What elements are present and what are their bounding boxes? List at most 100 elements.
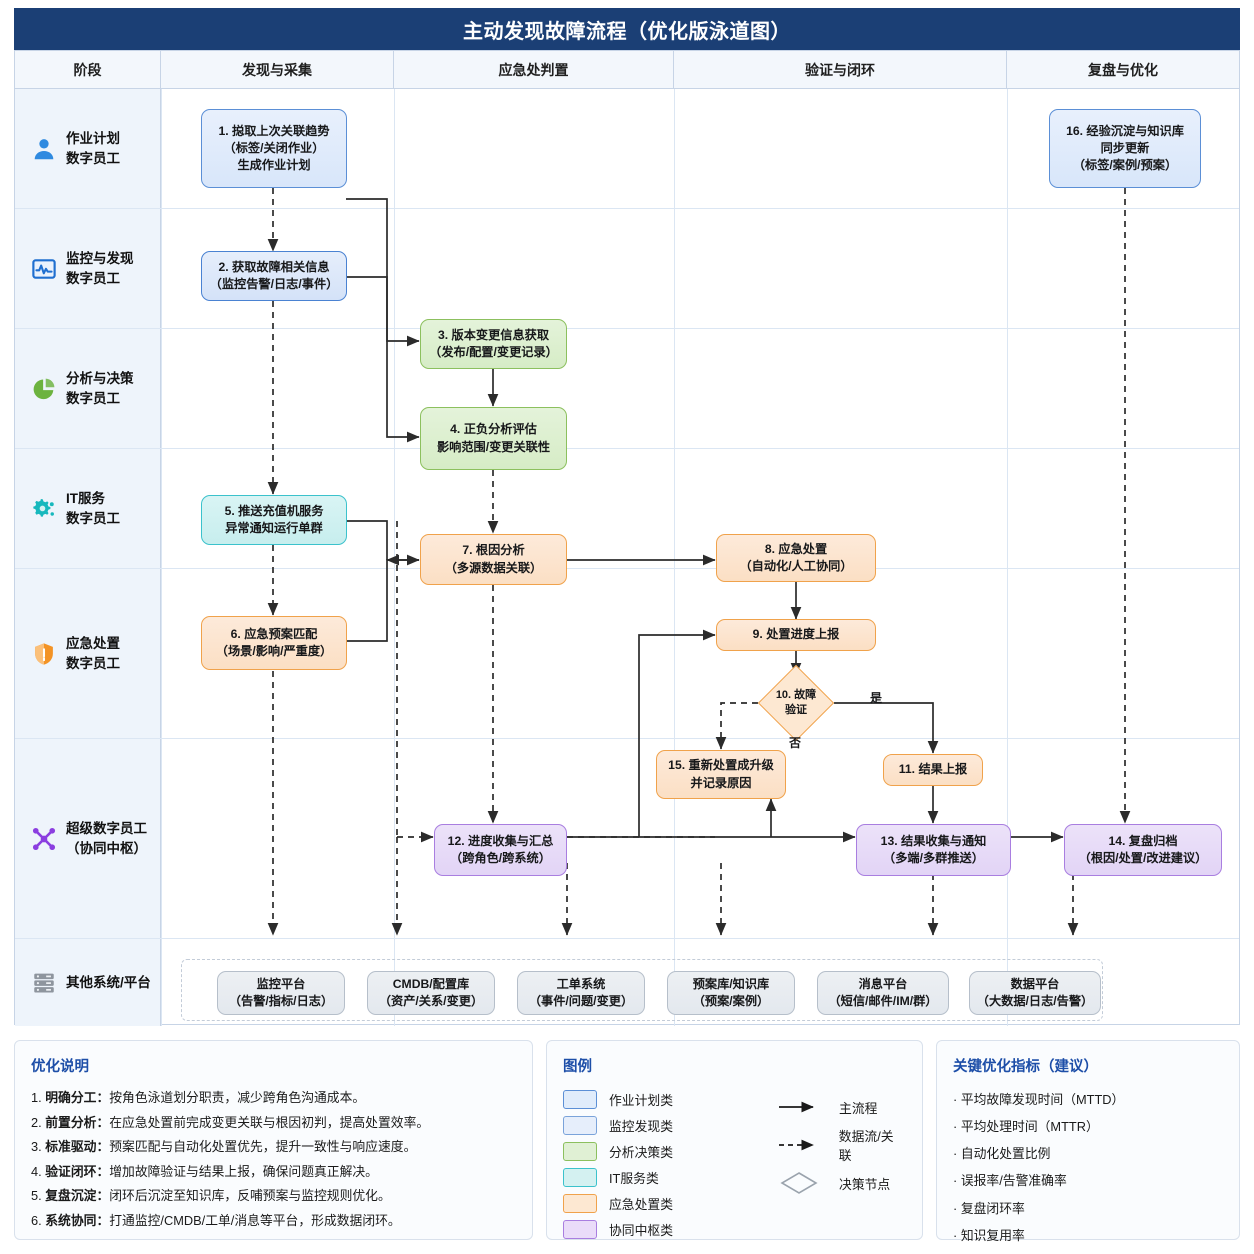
- process-node-4[interactable]: 4. 正负分析评估 影响范围/变更关联性: [420, 407, 567, 470]
- node-subtitle: （告警/指标/日志）: [228, 994, 334, 1008]
- lane-label-systems: 其他系统/平台: [66, 973, 151, 993]
- process-node-2[interactable]: 2. 获取故障相关信息 （监控告警/日志/事件）: [201, 251, 347, 301]
- node-subtitle: 同步更新: [1100, 140, 1150, 155]
- lane-monitor: 监控与发现 数字员工: [15, 209, 1239, 329]
- lane-label-line1: IT服务: [66, 490, 105, 506]
- lane-label-line1: 分析与决策: [66, 370, 134, 386]
- phase-header-stage: 阶段: [15, 51, 161, 88]
- process-node-16[interactable]: 16. 经验沉淀与知识库 同步更新 （标签/案例/预案）: [1049, 109, 1201, 188]
- node-subtitle: （发布/配置/变更记录）: [429, 345, 558, 359]
- node-title: 预案库/知识库: [692, 976, 770, 991]
- legend-item: IT服务类: [563, 1164, 777, 1190]
- edge-label-yes: 是: [870, 691, 883, 705]
- note-item: 4. 验证闭环：增加故障验证与结果上报，确保问题真正解决。: [31, 1160, 516, 1185]
- node-title: 4. 正负分析评估: [450, 422, 537, 437]
- legend-label: 作业计划类: [609, 1092, 673, 1108]
- process-node-1[interactable]: 1. 搃取上次关联趋势 （标签/关闭作业） 生成作业计划: [201, 109, 347, 188]
- node-title: 12. 进度收集与汇总: [447, 833, 554, 848]
- system-node-message[interactable]: 消息平台 （短信/邮件/IM/群）: [817, 971, 949, 1015]
- key-metrics-panel: 关键优化指标（建议） · 平均故障发现时间（MTTD） · 平均处理时间（MTT…: [936, 1040, 1240, 1243]
- note-text: 闭环后沉淀至知识库，反哺预案与监控规则优化。: [109, 1188, 391, 1204]
- process-node-6[interactable]: 6. 应急预案匹配 （场景/影响/严重度）: [201, 616, 347, 670]
- legend-label: 分析决策类: [609, 1144, 673, 1160]
- legend-item: 决策节点: [777, 1164, 906, 1202]
- node-subtitle: （资产/关系/变更）: [378, 994, 484, 1008]
- note-text: 在应急处置前完成变更关联与根因初判，提高处置效率。: [109, 1114, 430, 1130]
- legend-item: 数据流/关联: [777, 1126, 906, 1164]
- solid-arrow-icon: [779, 1101, 814, 1113]
- node-title: 工单系统: [556, 976, 606, 991]
- node-subtitle: （大数据/日志/告警）: [976, 994, 1094, 1008]
- process-node-11[interactable]: 11. 结果上报: [883, 754, 983, 786]
- process-node-15[interactable]: 15. 重新处置成升级 并记录原因: [656, 750, 786, 799]
- note-label: 系统协同：: [45, 1212, 110, 1228]
- legend-label: 协同中枢类: [609, 1222, 673, 1238]
- node-subtitle: （多端/多群推送）: [883, 851, 984, 865]
- metric-text: 复盘闭环率: [960, 1200, 1025, 1216]
- phase-header-review: 复盘与优化: [1088, 61, 1158, 78]
- note-label: 复盘沉淀：: [45, 1188, 110, 1204]
- column-separator-4: [1007, 89, 1008, 1026]
- note-num: 6.: [31, 1212, 42, 1228]
- legend-item: 作业计划类: [563, 1086, 777, 1112]
- person-icon: [34, 138, 54, 159]
- legend-item: 分析决策类: [563, 1138, 777, 1164]
- process-node-7[interactable]: 7. 根因分析 （多源数据关联）: [420, 534, 567, 585]
- metric-item: · 平均故障发现时间（MTTD）: [953, 1092, 1125, 1107]
- note-text: 增加故障验证与结果上报，确保问题真正解决。: [109, 1163, 378, 1179]
- legend-label: 主流程: [839, 1100, 878, 1116]
- legend-swatch-emergency: [563, 1193, 597, 1213]
- node-title: 6. 应急预案匹配: [230, 626, 318, 641]
- note-num: 2.: [31, 1114, 42, 1130]
- node-title: 1. 搃取上次关联趋势: [218, 123, 330, 138]
- process-node-3[interactable]: 3. 版本变更信息获取 （发布/配置/变更记录）: [420, 319, 567, 369]
- process-node-13[interactable]: 13. 结果收集与通知 （多端/多群推送）: [856, 824, 1011, 876]
- notes-list: 1. 明确分工：按角色泳道划分职责，减少跨角色沟通成本。 2. 前置分析：在应急…: [31, 1086, 516, 1233]
- lane-head-superhub: 超级数字员工 （协同中枢）: [15, 739, 161, 938]
- lane-label-line2: 数字员工: [66, 655, 120, 671]
- process-node-5[interactable]: 5. 推送充值机服务 异常通知运行单群: [201, 495, 347, 545]
- note-text: 预案匹配与自动化处置优先，提升一致性与响应速度。: [109, 1139, 417, 1155]
- process-node-12[interactable]: 12. 进度收集与汇总 （跨角色/跨系统）: [434, 824, 567, 876]
- system-node-knowledge[interactable]: 预案库/知识库 （预案/案例）: [667, 971, 795, 1015]
- lane-label-line2: 数字员工: [66, 270, 120, 286]
- monitor-pulse-icon: [32, 258, 56, 279]
- process-node-9[interactable]: 9. 处置进度上报: [716, 619, 876, 651]
- node-title: 11. 结果上报: [898, 762, 968, 777]
- process-node-8[interactable]: 8. 应急处置 （自动化/人工协同）: [716, 534, 876, 582]
- lane-head-systems: 其他系统/平台: [15, 939, 161, 1026]
- node-title: 7. 根因分析: [462, 543, 525, 558]
- note-text: 打通监控/CMDB/工单/消息等平台，形成数据闭环。: [109, 1212, 401, 1228]
- lane-label-line1: 作业计划: [66, 130, 120, 146]
- node-subtitle: （根因/处置/改进建议）: [1078, 851, 1208, 865]
- note-label: 验证闭环：: [45, 1163, 110, 1179]
- lane-itservice: IT服务 数字员工: [15, 449, 1239, 569]
- server-rack-icon: [34, 973, 54, 993]
- node-subtitle: （预案/案例）: [692, 994, 770, 1008]
- lane-head-itservice: IT服务 数字员工: [15, 449, 161, 568]
- system-node-cmdb[interactable]: CMDB/配置库 （资产/关系/变更）: [367, 971, 495, 1015]
- node-subtitle: 验证: [785, 704, 807, 716]
- metric-text: 平均故障发现时间（MTTD）: [960, 1092, 1125, 1107]
- phase-header-row: 阶段 发现与采集 应急处判置 验证与闭环 复盘与优化: [15, 51, 1239, 89]
- note-num: 3.: [31, 1139, 42, 1155]
- lane-superhub: 超级数字员工 （协同中枢）: [15, 739, 1239, 939]
- metric-item: · 自动化处置比例: [953, 1146, 1051, 1162]
- lane-emergency: 应急处置 数字员工: [15, 569, 1239, 739]
- system-node-ticket[interactable]: 工单系统 （事件/问题/变更）: [517, 971, 645, 1015]
- process-node-14[interactable]: 14. 复盘归档 （根因/处置/改进建议）: [1064, 824, 1222, 876]
- system-node-monitor[interactable]: 监控平台 （告警/指标/日志）: [217, 971, 345, 1015]
- node-title: 5. 推送充值机服务: [224, 503, 324, 518]
- note-label: 前置分析：: [45, 1114, 110, 1130]
- system-node-data[interactable]: 数据平台 （大数据/日志/告警）: [969, 971, 1101, 1015]
- lane-label-line1: 其他系统/平台: [66, 974, 151, 990]
- lane-label-line2: 数字员工: [66, 390, 120, 406]
- column-separator-3: [674, 89, 675, 1026]
- gears-icon: [33, 498, 54, 517]
- metric-text: 平均处理时间（MTTR）: [960, 1119, 1099, 1135]
- node-title: 数据平台: [1010, 976, 1060, 991]
- network-node-icon: [32, 827, 56, 850]
- legend-title: 图例: [563, 1059, 592, 1075]
- node-subtitle: （短信/邮件/IM/群）: [828, 994, 938, 1008]
- note-item: 6. 系统协同：打通监控/CMDB/工单/消息等平台，形成数据闭环。: [31, 1209, 516, 1234]
